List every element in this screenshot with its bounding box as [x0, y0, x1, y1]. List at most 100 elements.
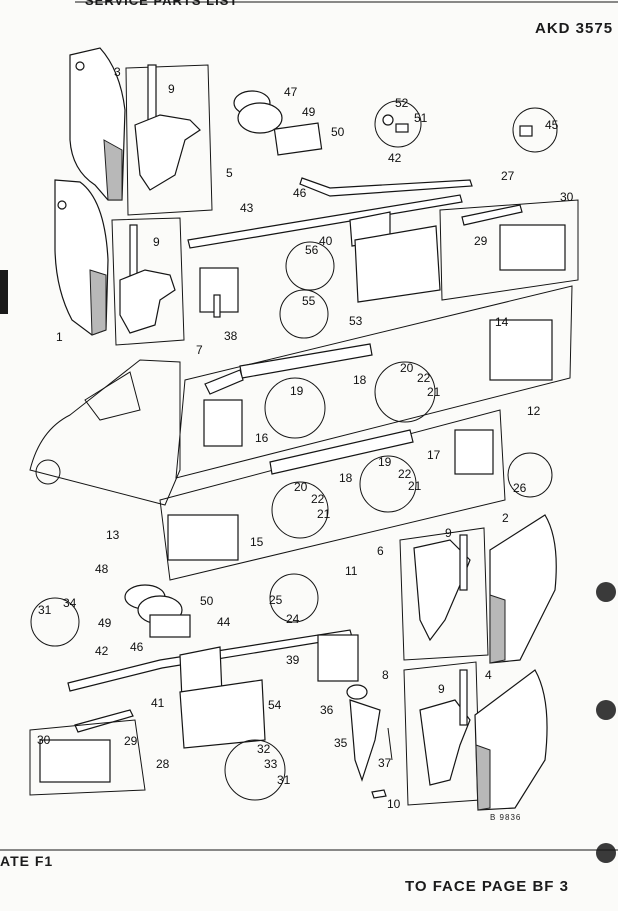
callout-48: 48	[95, 562, 109, 576]
callout-27: 27	[501, 169, 515, 183]
callout-11: 11	[345, 564, 358, 578]
callout-50: 50	[200, 594, 214, 608]
door-panel-4	[474, 669, 548, 811]
box-lock-28	[29, 719, 146, 796]
callout-19: 19	[378, 455, 392, 469]
lock-30	[499, 224, 566, 271]
callout-33: 33	[264, 757, 278, 771]
box-hinge-5	[125, 64, 213, 216]
door-panel-2	[489, 514, 557, 664]
callout-18: 18	[353, 373, 367, 387]
washer-36	[346, 684, 368, 700]
detail-circle-19	[264, 377, 326, 439]
door-panel-3	[69, 47, 126, 201]
door-panel-1	[54, 179, 109, 336]
callout-39: 39	[286, 653, 300, 667]
plate-39	[317, 634, 359, 682]
callout-22: 22	[417, 371, 431, 385]
callout-37: 37	[378, 756, 392, 770]
spring-29-lower	[74, 709, 134, 733]
detail-circle-31	[30, 597, 80, 647]
callout-52: 52	[395, 96, 409, 110]
callout-38: 38	[224, 329, 238, 343]
callout-4: 4	[485, 668, 492, 682]
screw-detail-26	[507, 452, 553, 498]
callout-46: 46	[130, 640, 144, 654]
callout-22: 22	[398, 467, 412, 481]
box-lock-12	[175, 285, 573, 479]
callout-21: 21	[427, 385, 441, 399]
callout-8: 8	[382, 668, 389, 682]
callout-36: 36	[320, 703, 334, 717]
plate-16	[203, 399, 243, 447]
callout-7: 7	[196, 343, 203, 357]
callout-35: 35	[334, 736, 348, 750]
callout-9: 9	[168, 82, 175, 96]
plate-17	[454, 429, 494, 475]
callout-12: 12	[527, 404, 541, 418]
lock-30-lower	[39, 739, 111, 783]
screw-detail-circle-45	[512, 107, 558, 153]
binder-hole	[596, 700, 616, 720]
callout-49: 49	[98, 616, 112, 630]
callout-24: 24	[286, 612, 300, 626]
lock-plate-38	[199, 267, 239, 318]
callout-30: 30	[37, 733, 51, 747]
callout-2: 2	[502, 511, 509, 525]
callout-56: 56	[305, 243, 319, 257]
callout-17: 17	[427, 448, 441, 462]
callout-14: 14	[495, 315, 509, 329]
callout-49: 49	[302, 105, 316, 119]
binder-hole	[596, 843, 616, 863]
callout-1: 1	[56, 330, 63, 344]
callout-44: 44	[217, 615, 231, 629]
callout-9: 9	[153, 235, 160, 249]
callout-29: 29	[474, 234, 488, 248]
callout-22: 22	[311, 492, 325, 506]
screw-detail-56	[285, 241, 335, 291]
hinge-7	[119, 224, 176, 334]
callout-18: 18	[339, 471, 353, 485]
detail-circle-19-lower	[359, 455, 417, 513]
callout-41: 41	[151, 696, 165, 710]
spring-29	[461, 204, 523, 226]
callout-30: 30	[560, 190, 574, 204]
lock-14	[489, 319, 553, 381]
callout-20: 20	[294, 480, 308, 494]
handle-35	[349, 699, 381, 782]
callout-55: 55	[302, 294, 316, 308]
detail-circle-20	[374, 361, 436, 423]
screw-detail-55	[279, 289, 329, 339]
plate-53	[354, 225, 441, 303]
car-silhouette	[29, 359, 181, 506]
detail-circle-25	[269, 573, 319, 623]
callout-10: 10	[387, 797, 401, 811]
callout-51: 51	[414, 111, 428, 125]
callout-3: 3	[114, 65, 121, 79]
knob-47	[233, 90, 323, 156]
callout-19: 19	[290, 384, 304, 398]
document-code: AKD 3575	[535, 20, 614, 37]
callout-6: 6	[377, 544, 384, 558]
callout-34: 34	[63, 596, 77, 610]
hinge-5	[134, 64, 201, 191]
callout-16: 16	[255, 431, 269, 445]
callout-13: 13	[106, 528, 120, 542]
detail-circle-32	[224, 739, 286, 801]
callout-21: 21	[317, 507, 331, 521]
callout-31: 31	[38, 603, 52, 617]
callout-15: 15	[250, 535, 264, 549]
plate-54	[179, 679, 266, 749]
callout-45: 45	[545, 118, 559, 132]
callout-9: 9	[438, 682, 445, 696]
header-title: SERVICE PARTS LIST	[85, 0, 239, 8]
callout-53: 53	[349, 314, 363, 328]
plate-label: ATE F1	[0, 853, 54, 869]
callout-9: 9	[445, 526, 452, 540]
callout-26: 26	[513, 481, 527, 495]
box-hinge-6	[399, 527, 489, 661]
callout-5: 5	[226, 166, 233, 180]
callout-25: 25	[269, 593, 283, 607]
